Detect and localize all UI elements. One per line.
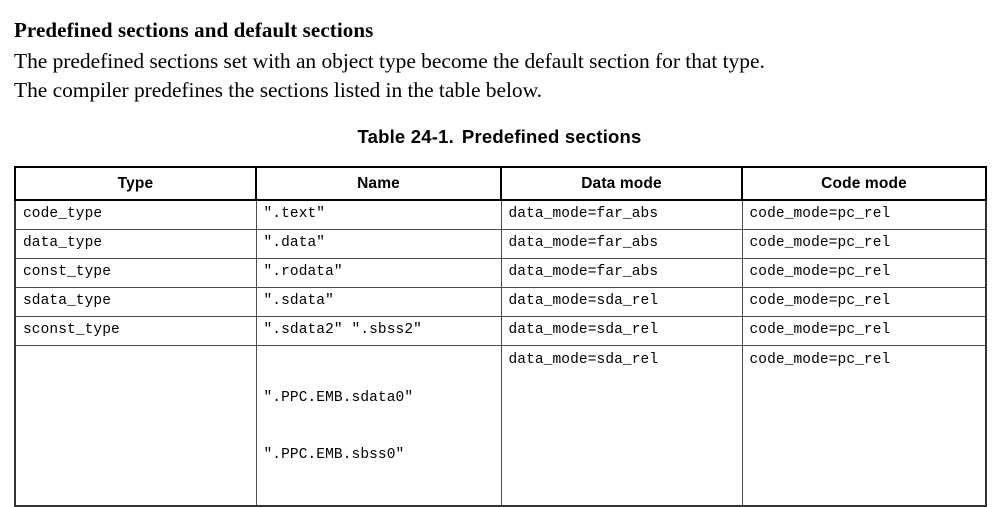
table-header: Type Name Data mode Code mode [14, 166, 987, 201]
column-header-name: Name [255, 166, 502, 201]
cell-name-line: ".PPC.EMB.sbss0" [263, 446, 405, 463]
section-heading: Predefined sections and default sections [14, 18, 374, 43]
table-header-row: Type Name Data mode Code mode [14, 166, 987, 201]
cell-data-mode: data_mode=sda_rel [500, 286, 743, 317]
cell-name: ".PPC.EMB.sdata0" ".PPC.EMB.sbss0" [255, 344, 502, 507]
predefined-sections-table-wrapper: Type Name Data mode Code mode code_type … [14, 166, 987, 507]
body-paragraph-line-1: The predefined sections set with an obje… [14, 49, 765, 73]
cell-data-mode: data_mode=far_abs [500, 257, 743, 288]
table-row: data_type ".data" data_mode=far_abs code… [14, 228, 987, 259]
document-page: Predefined sections and default sections… [0, 18, 999, 507]
cell-code-mode: code_mode=pc_rel [741, 315, 987, 346]
cell-name-line: ".sdata2" ".sbss2" [263, 322, 422, 338]
cell-name-line: ".rodata" [263, 264, 343, 280]
body-paragraph: The predefined sections set with an obje… [14, 47, 974, 105]
cell-name-line: ".sdata" [263, 293, 334, 309]
cell-type: sconst_type [14, 315, 257, 346]
cell-type: const_type [14, 257, 257, 288]
column-header-data-mode: Data mode [500, 166, 743, 201]
cell-name: ".sdata2" ".sbss2" [255, 315, 502, 346]
cell-name-line: ".PPC.EMB.sdata0" [263, 389, 414, 406]
cell-code-mode: code_mode=pc_rel [741, 344, 987, 507]
cell-name: ".data" [255, 228, 502, 259]
cell-code-mode: code_mode=pc_rel [741, 286, 987, 317]
table-caption-number: Table 24-1. [357, 126, 454, 147]
cell-type [14, 344, 257, 507]
cell-name-line: ".text" [263, 206, 326, 223]
table-row: code_type ".text" data_mode=far_abs code… [14, 200, 987, 230]
cell-code-mode: code_mode=pc_rel [741, 257, 987, 288]
table-row: sconst_type ".sdata2" ".sbss2" data_mode… [14, 315, 987, 346]
cell-data-mode: data_mode=sda_rel [500, 315, 743, 346]
cell-name: ".rodata" [255, 257, 502, 288]
column-header-type: Type [14, 166, 257, 201]
table-row: sdata_type ".sdata" data_mode=sda_rel co… [14, 286, 987, 317]
table-body: code_type ".text" data_mode=far_abs code… [14, 200, 987, 507]
cell-type: data_type [14, 228, 257, 259]
cell-type: sdata_type [14, 286, 257, 317]
cell-name-line: ".data" [263, 235, 326, 251]
table-caption: Table 24-1. Predefined sections [0, 126, 999, 148]
table-row: const_type ".rodata" data_mode=far_abs c… [14, 257, 987, 288]
cell-type: code_type [14, 200, 257, 230]
column-header-code-mode: Code mode [741, 166, 987, 201]
cell-data-mode: data_mode=far_abs [500, 200, 743, 230]
body-paragraph-line-2: The compiler predefines the sections lis… [14, 78, 543, 102]
table-row: ".PPC.EMB.sdata0" ".PPC.EMB.sbss0" data_… [14, 344, 987, 507]
cell-data-mode: data_mode=far_abs [500, 228, 743, 259]
cell-code-mode: code_mode=pc_rel [741, 200, 987, 230]
cell-code-mode: code_mode=pc_rel [741, 228, 987, 259]
cell-name: ".text" [255, 200, 502, 230]
table-caption-title: Predefined sections [461, 126, 642, 147]
cell-name: ".sdata" [255, 286, 502, 317]
predefined-sections-table: Type Name Data mode Code mode code_type … [14, 166, 987, 507]
cell-data-mode: data_mode=sda_rel [500, 344, 743, 507]
